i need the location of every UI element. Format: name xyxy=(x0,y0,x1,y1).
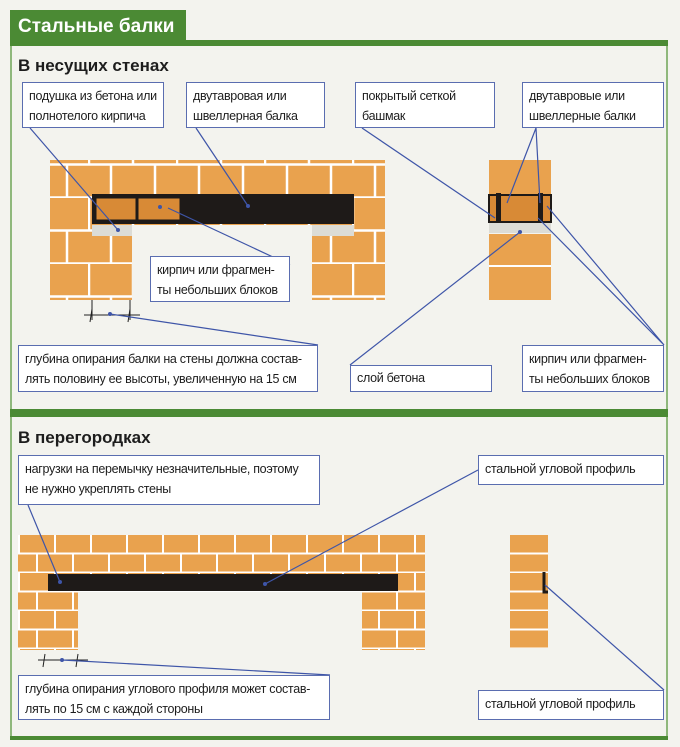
label-bricks-left: кирпич или фрагмен- ты небольших блоков xyxy=(150,256,290,302)
title-tab: Стальные балки xyxy=(10,10,186,44)
concrete-pad-left xyxy=(92,225,132,236)
panel-1-border xyxy=(10,46,668,410)
label-load: нагрузки на перемычку незначительные, по… xyxy=(18,455,320,505)
bottom-rule xyxy=(10,736,668,740)
concrete-pad-right xyxy=(312,225,354,236)
label-profile-bottom: стальной угловой профиль xyxy=(478,690,664,720)
title-rule xyxy=(10,40,668,46)
wall-section xyxy=(488,160,552,300)
leader-lines xyxy=(27,127,665,691)
label-shoe: покрытый сеткой башмак xyxy=(355,82,495,128)
label-beams: двутавровые или швеллерные балки xyxy=(522,82,664,128)
label-profile-depth: глубина опирания углового профиля может … xyxy=(18,675,330,720)
label-beam: двутавровая или швеллерная балка xyxy=(186,82,325,128)
steel-angle-profile xyxy=(48,574,398,591)
section-heading-load-bearing: В несущих стенах xyxy=(18,56,169,75)
label-pad: подушка из бетона или полнотелого кирпич… xyxy=(22,82,164,128)
partition-wall xyxy=(18,535,425,652)
label-bearing-depth: глубина опирания балки на стены должна с… xyxy=(18,345,318,392)
dimension-marks xyxy=(38,300,140,668)
partition-section xyxy=(510,535,548,648)
label-bricks-right: кирпич или фрагмен- ты небольших блоков xyxy=(522,345,664,392)
section-divider xyxy=(10,409,668,417)
panel-2-border xyxy=(10,417,668,739)
section-heading-partitions: В перегородках xyxy=(18,428,151,447)
label-profile-top: стальной угловой профиль xyxy=(478,455,664,485)
label-concrete-layer: слой бетона xyxy=(350,365,492,392)
